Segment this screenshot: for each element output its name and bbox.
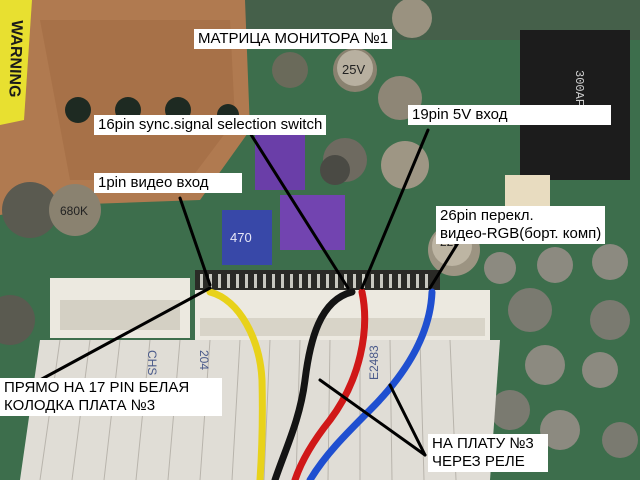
white-connector-main-shade [200, 318, 485, 336]
ribbon-marking: CHS [145, 350, 159, 375]
pointer-line-19pin [360, 128, 430, 290]
capacitor [525, 345, 565, 385]
capacitor [320, 155, 350, 185]
shield-hole [65, 97, 91, 123]
label-pin16-sync: 16pin sync.signal selection switch [94, 115, 327, 135]
label-monitor-matrix: МАТРИЦА МОНИТОРА №1 [194, 29, 393, 49]
blue-capacitor [222, 210, 272, 265]
capacitor [49, 184, 101, 236]
label-direct-line2: КОЛОДКА ПЛАТА №3 [4, 397, 156, 414]
red-wire [291, 288, 369, 480]
capacitor [484, 252, 516, 284]
label-pin1-video: 1pin видео вход [94, 173, 242, 193]
ic-chip-marking: 300AF [572, 70, 586, 106]
capacitor [540, 410, 580, 450]
capacitor [537, 247, 573, 283]
annotation-lines [38, 128, 468, 457]
label-via-relay: НА ПЛАТУ №3 ЧЕРЕЗ РЕЛЕ [428, 434, 548, 472]
ribbon-marking: 204 [197, 350, 211, 370]
yellow-wire [206, 288, 266, 480]
blue-wire [306, 288, 436, 480]
pointer-line-16pin [248, 131, 350, 290]
capacitor [392, 0, 432, 38]
capacitor-marking: 25V [342, 62, 365, 77]
capacitor-top [337, 50, 373, 86]
label-pin19-5v: 19pin 5V вход [408, 105, 611, 125]
label-pin26-line1: 26pin перекл. [440, 207, 534, 224]
capacitor [592, 244, 628, 280]
label-direct-17pin: ПРЯМО НА 17 PIN БЕЛАЯ КОЛОДКА ПЛАТА №3 [0, 378, 222, 416]
capacitor [0, 295, 35, 345]
ribbon-marking: E2483 [367, 345, 381, 380]
capacitor [272, 52, 308, 88]
label-relay-line2: ЧЕРЕЗ РЕЛЕ [432, 453, 525, 470]
pointer-line-relay-b [388, 383, 427, 457]
copper-shield-shade [40, 20, 235, 180]
capacitor-marking: 470 [230, 230, 252, 245]
capacitor [582, 352, 618, 388]
capacitor [508, 288, 552, 332]
pointer-line-1pin [178, 196, 212, 287]
label-pin26-line2: видео-RGB(борт. комп) [440, 225, 602, 242]
warning-sticker-text: WARNING [5, 20, 25, 98]
capacitor [490, 390, 530, 430]
pointer-line-direct [38, 286, 212, 382]
warning-sticker [0, 0, 32, 125]
capacitor [590, 300, 630, 340]
black-wire [271, 288, 356, 480]
purple-capacitor [280, 195, 345, 250]
label-relay-line1: НА ПЛАТУ №3 [432, 435, 534, 452]
label-pin26-switch: 26pin перекл. видео-RGB(борт. комп) [436, 206, 606, 244]
label-direct-line1: ПРЯМО НА 17 PIN БЕЛАЯ [4, 379, 190, 396]
capacitor [602, 422, 638, 458]
pointer-line-relay-a [318, 378, 427, 457]
capacitor-marking: 680K [60, 204, 88, 218]
capacitor [2, 182, 58, 238]
